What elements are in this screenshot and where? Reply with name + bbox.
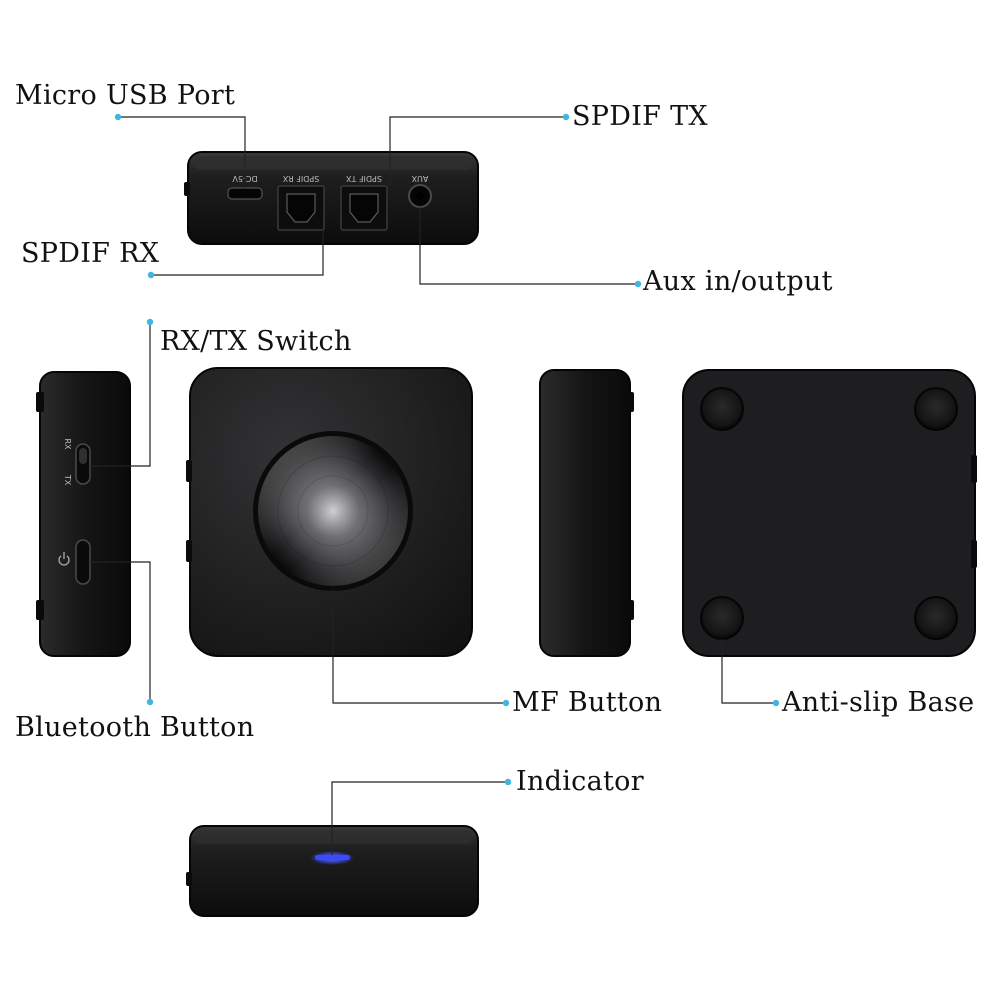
power-icon: [58, 552, 70, 566]
anti-slip-foot: [700, 596, 744, 640]
label-spdif-tx: SPDIF TX: [572, 101, 708, 132]
leader-mf-button: [332, 590, 506, 704]
port-label-spdif-rx: SPDIF RX: [282, 174, 319, 183]
label-bluetooth-button: Bluetooth Button: [15, 712, 255, 743]
label-mf-button: MF Button: [512, 687, 663, 718]
leader-bluetooth-button: [90, 561, 151, 702]
label-anti-slip-base: Anti-slip Base: [782, 687, 975, 718]
device-right-body: [539, 369, 631, 657]
label-spdif-rx: SPDIF RX: [21, 238, 160, 269]
switch-label-rx: RX: [63, 438, 72, 450]
leader-indicator: [331, 781, 508, 855]
label-indicator: Indicator: [516, 766, 644, 797]
bluetooth-button: [75, 539, 91, 585]
micro-usb-port: [227, 187, 263, 200]
label-rx-tx-switch: RX/TX Switch: [160, 326, 352, 357]
indicator-led: [315, 855, 350, 860]
leader-rx-tx-switch: [90, 322, 151, 467]
switch-label-tx: TX: [63, 474, 72, 486]
leader-aux: [419, 207, 638, 285]
device-front-edge-body: [189, 825, 479, 917]
device-base-body: [682, 369, 976, 657]
leader-lines: [90, 116, 776, 855]
leader-spdif-tx: [389, 116, 566, 186]
rear-port-view: DC-5V SPDIF RX SPDIF TX AUX: [184, 151, 479, 245]
leader-micro-usb: [118, 116, 246, 188]
device-rear-body: [187, 151, 479, 245]
bottom-view: [682, 369, 977, 657]
port-label-spdif-tx: SPDIF TX: [346, 174, 382, 183]
left-side-view: RX TX: [36, 371, 131, 657]
right-side-view: [539, 369, 634, 657]
anti-slip-foot: [700, 387, 744, 431]
anti-slip-foot: [914, 387, 958, 431]
port-label-aux: AUX: [411, 174, 428, 183]
indicator-view: [186, 825, 479, 917]
leader-dots: [114, 113, 780, 786]
leader-anti-slip-base: [721, 639, 776, 704]
front-view: [186, 367, 473, 657]
leader-spdif-rx: [151, 230, 324, 276]
label-micro-usb-port: Micro USB Port: [15, 80, 236, 111]
device-left-body: [39, 371, 131, 657]
anti-slip-foot: [914, 596, 958, 640]
label-aux-in-output: Aux in/output: [643, 266, 833, 297]
